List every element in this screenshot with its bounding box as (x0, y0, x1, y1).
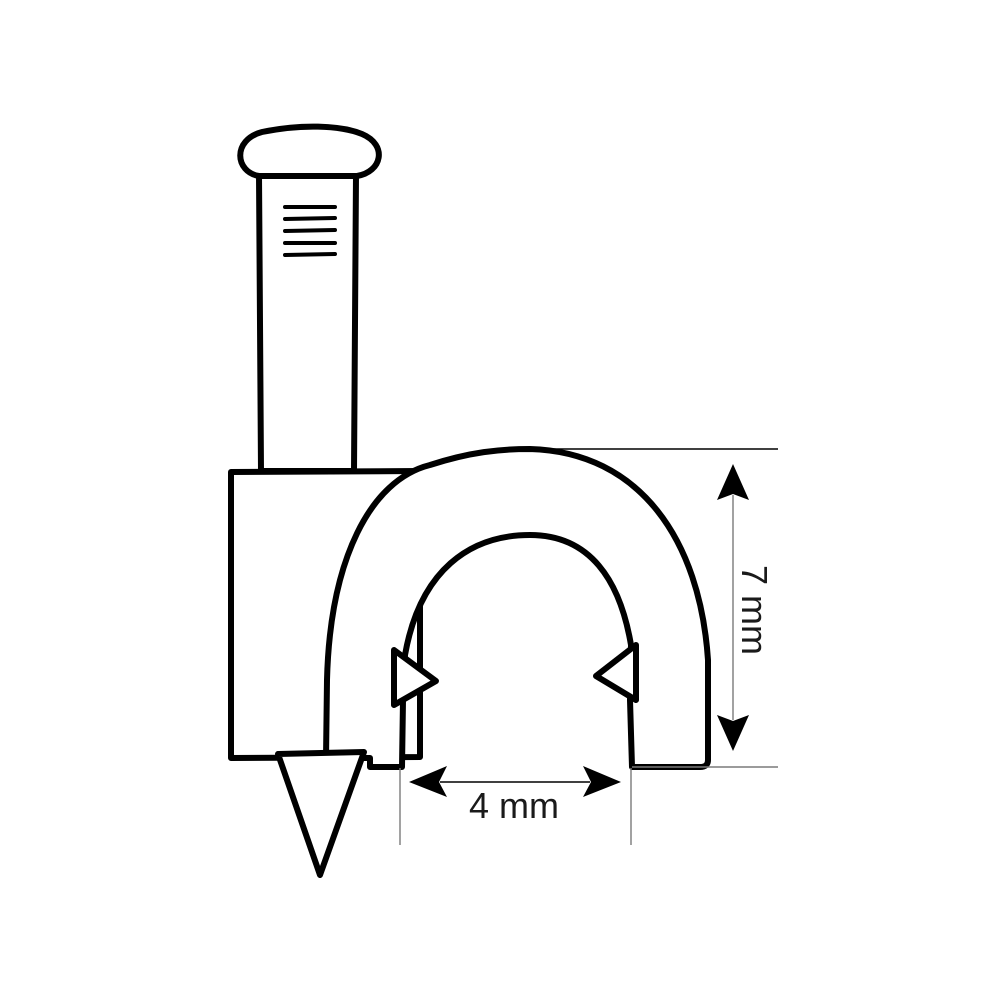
grip-ribs (283, 205, 337, 257)
left-barb (391, 647, 439, 708)
height-label: 7 mm (734, 565, 775, 655)
arrow-up-icon (717, 464, 749, 500)
height-dimension: 7 mm (717, 464, 775, 751)
arrow-left-icon (409, 766, 447, 797)
width-dimension: 4 mm (409, 766, 621, 826)
right-barb (593, 642, 639, 703)
u-loop (323, 446, 711, 770)
nail-point (275, 749, 367, 878)
width-label: 4 mm (469, 785, 559, 826)
nail-head (237, 123, 382, 179)
arrow-right-icon (583, 766, 621, 797)
arrow-down-icon (717, 715, 749, 751)
